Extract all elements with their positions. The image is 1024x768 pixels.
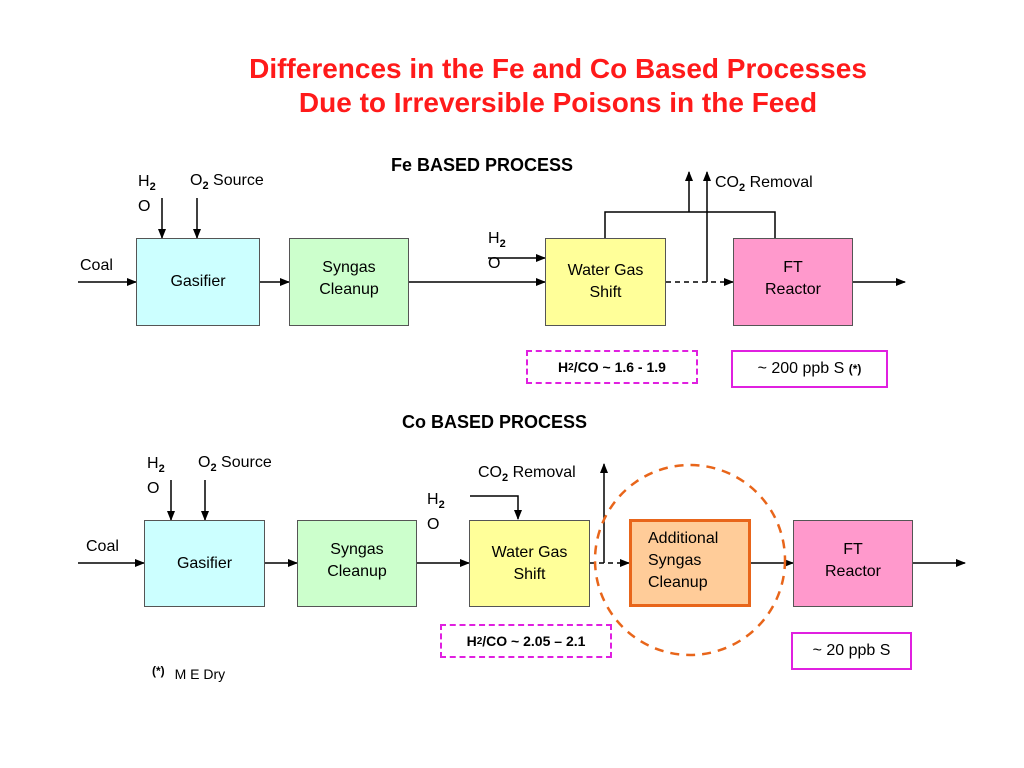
co-syngas-label-1: Syngas [330,540,384,558]
fe-wgs-label-1: Water Gas [567,262,644,279]
fe-syngas-label-2: Cleanup [319,281,379,298]
co-h2o-wgs-line [470,495,522,520]
co-add-label-2: Syngas [648,552,702,569]
fe-ft-label-1: FT [783,259,803,276]
fe-gasifier-label: Gasifier [170,273,226,290]
fe-sulfur-spec-box: ~ 200 ppb S (*) [731,350,888,388]
fe-coal-label: Coal [80,257,113,274]
fe-ppb-footnote-mark: (*) [848,362,862,376]
footnote: (*) M E Dry [152,664,225,682]
co-sulfur-spec-box: ~ 20 ppb S [791,632,912,670]
co-water-gas-shift-box: Water Gas Shift [469,520,590,607]
co-ft-label-1: FT [843,540,863,558]
fe-o2-source-label: O2 Source [190,172,264,193]
co-add-label-1: Additional [648,530,719,547]
co-ft-label-2: Reactor [824,562,882,580]
title-line-2: Due to Irreversible Poisons in the Feed [298,87,818,118]
co-additional-syngas-cleanup-box: Additional Syngas Cleanup [629,519,751,607]
fe-ft-label-2: Reactor [764,281,822,298]
co-heading: Co BASED PROCESS [402,412,588,432]
co-gasifier-label: Gasifier [176,554,233,572]
co-gasifier-box: Gasifier [144,520,265,607]
co-h2o-wgs-label: H2 O [427,491,445,534]
fe-co2-removal-label: CO2 Removal [715,174,813,195]
fe-water-gas-shift-box: Water Gas Shift [545,238,666,326]
co-syngas-cleanup-box: Syngas Cleanup [297,520,417,607]
fe-syngas-cleanup-box: Syngas Cleanup [289,238,409,326]
fe-h2o-input-label: H2 O [138,173,156,216]
fe-wgs-label-2: Shift [589,284,622,301]
co-syngas-label-2: Cleanup [327,562,387,580]
co-co2-removal-label: CO2 Removal [478,464,576,485]
fe-ft-reactor-box: FT Reactor [733,238,853,326]
co-h2o-input-label: H2 O [147,455,165,498]
additional-cleanup-highlight-circle [593,463,787,657]
fe-recycle-line [604,211,776,238]
co-add-label-3: Cleanup [648,574,708,591]
co-ft-reactor-box: FT Reactor [793,520,913,607]
fe-gasifier-box: Gasifier [136,238,260,326]
fe-heading: Fe BASED PROCESS [391,155,574,175]
fe-h2o-wgs-label: H2 O [488,230,506,273]
co-wgs-label-1: Water Gas [491,543,568,561]
fe-syngas-label-1: Syngas [322,259,376,276]
co-coal-label: Coal [86,538,119,555]
co-o2-source-label: O2 Source [198,454,272,475]
title-line-1: Differences in the Fe and Co Based Proce… [249,53,867,84]
slide-title: Differences in the Fe and Co Based Proce… [0,52,1024,120]
footnote-text: M E Dry [174,666,226,682]
footnote-mark: (*) [152,664,165,678]
co-wgs-label-2: Shift [513,565,546,583]
